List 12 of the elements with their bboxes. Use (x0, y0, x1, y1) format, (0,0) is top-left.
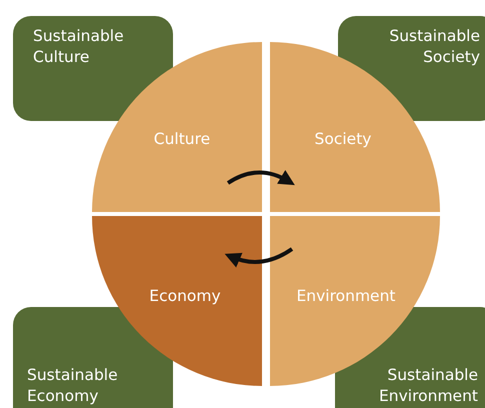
segment-label: Economy (149, 287, 221, 305)
box-label: Sustainable Society (388, 26, 480, 68)
curved-arrow (226, 170, 296, 185)
box-label: Sustainable Environment (378, 365, 478, 407)
segment-label: Environment (296, 287, 396, 305)
box-label: Sustainable Economy (27, 365, 119, 407)
segment-label: Culture (154, 130, 210, 148)
sustainability-box (13, 16, 173, 121)
sustainability-box (13, 307, 173, 408)
segment-label: Society (314, 130, 372, 148)
box-label: Sustainable Culture (33, 26, 125, 68)
curved-arrow (224, 247, 294, 268)
